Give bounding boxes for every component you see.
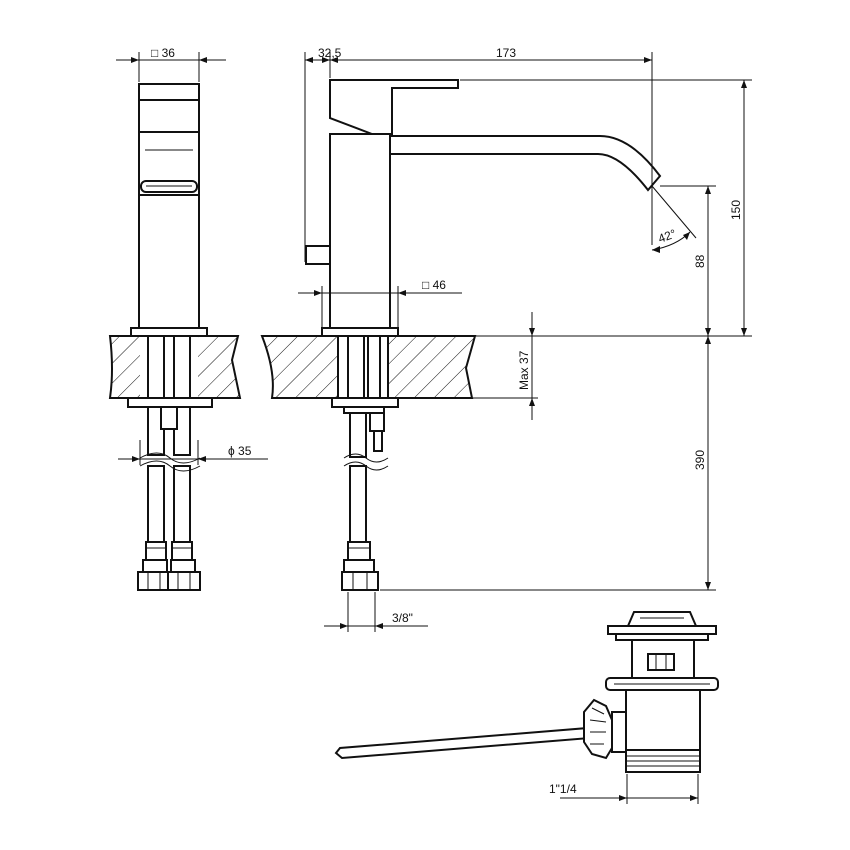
front-faucet-body xyxy=(138,83,200,329)
front-view xyxy=(108,83,242,591)
dimension-spout-offset: 32,5 xyxy=(304,46,652,262)
front-hose-fitting-left xyxy=(145,541,167,561)
dimension-base-square-label: □ 46 xyxy=(422,278,446,292)
waste-plug-cap xyxy=(626,611,698,627)
dimension-spout-offset-label: 32,5 xyxy=(318,46,342,60)
dimension-hose-thread-label: 3/8" xyxy=(392,611,413,625)
front-aerator xyxy=(140,180,198,193)
dimension-spout-angle: 42° xyxy=(651,185,697,253)
dimension-hole-diameter-label: ϕ 35 xyxy=(228,444,252,458)
side-hose-fitting xyxy=(347,541,371,561)
dimension-body-square-label: □ 36 xyxy=(151,46,175,60)
front-fixing-nut xyxy=(127,397,213,408)
side-fixing-nut xyxy=(331,397,399,408)
dimension-hole-diameter: ϕ 35 xyxy=(118,440,268,465)
dimension-max-thickness: Max 37 xyxy=(400,312,752,420)
dimension-spout-height: 88 xyxy=(660,185,716,336)
waste-knurled-nut xyxy=(583,698,613,760)
dimension-waste-thread: 1"1/4 xyxy=(549,774,699,804)
dimension-spout-reach: 173 xyxy=(330,46,653,245)
dimension-waste-thread-label: 1"1/4 xyxy=(549,782,577,796)
dimension-total-height-label: 150 xyxy=(729,200,743,220)
dimension-base-square: □ 46 xyxy=(298,278,462,328)
waste-pull-rod xyxy=(334,726,592,760)
popup-waste xyxy=(334,611,719,773)
side-spout xyxy=(389,135,662,192)
dimension-body-square: □ 36 xyxy=(116,46,226,82)
dimension-spout-angle-label: 42° xyxy=(656,226,678,245)
side-lever-handle xyxy=(329,79,459,135)
side-popup-rod xyxy=(305,245,331,265)
dimension-hose-length-label: 390 xyxy=(693,450,707,470)
dimension-hose-thread: 3/8" xyxy=(324,592,428,632)
side-faucet-body xyxy=(329,133,391,329)
dimension-spout-reach-label: 173 xyxy=(496,46,516,60)
side-view xyxy=(260,79,662,591)
front-base-plate xyxy=(130,327,208,337)
waste-window xyxy=(647,653,675,671)
dimension-total-height: 150 xyxy=(460,79,752,336)
dimension-max-thickness-label: Max 37 xyxy=(517,350,531,390)
dimension-spout-height-label: 88 xyxy=(693,254,707,268)
front-hose-fitting-right xyxy=(171,541,193,561)
side-base-plate xyxy=(321,327,399,337)
dimension-hose-length: 390 xyxy=(380,336,716,591)
